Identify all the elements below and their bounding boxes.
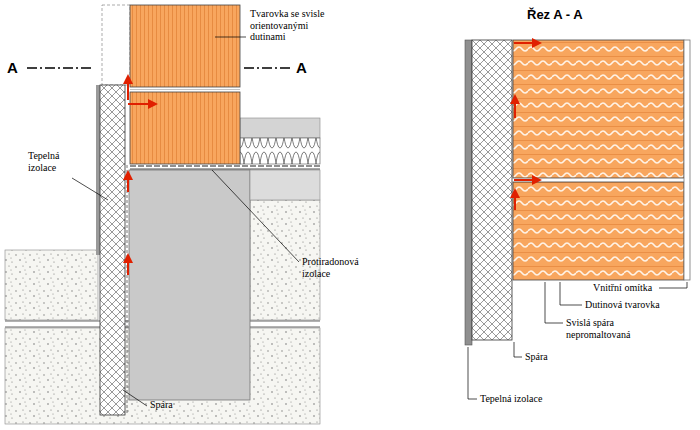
callout-label: Tvarovka se svisle orientovanými dutinam… [250,8,342,43]
callout-label: Vnitřní omítka [593,282,652,294]
section-mark: A [296,59,307,76]
callout-label: Spára [525,351,548,363]
section-title: Řez A - A [527,8,583,23]
callout-label: Dutinová tvarovka [585,299,660,311]
section-mark: A [7,59,18,76]
callout-label: Protiradonová izolace [302,256,376,279]
callout-label: Spára [150,399,173,411]
callout-label: Svislá spára nepromaltovaná [566,317,648,340]
callout-label: Tepelná izolace [28,150,88,173]
callout-label: Tepelná izolace [480,393,542,405]
